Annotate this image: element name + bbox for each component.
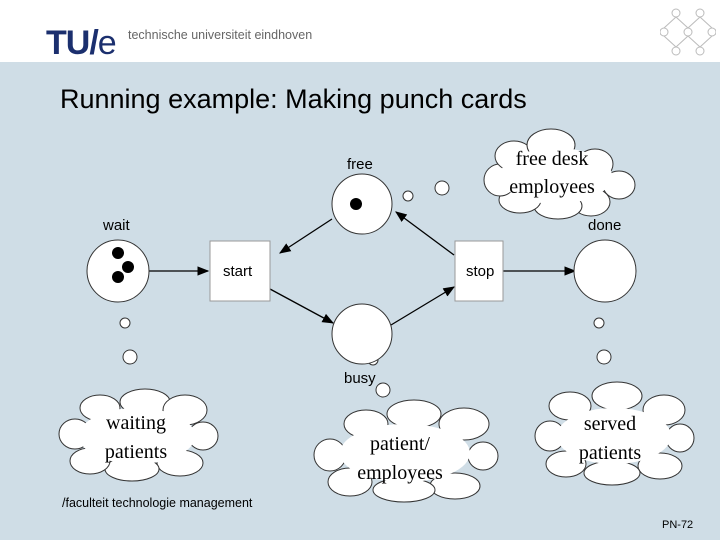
cloud-text-waiting-line1: waiting [106, 412, 166, 434]
place-label-busy: busy [344, 370, 376, 387]
place-done [573, 239, 637, 303]
thought-cloud-patient [313, 399, 499, 503]
slide-title: Running example: Making punch cards [60, 84, 527, 114]
cloud-text-patient-line1: patient/ [370, 433, 430, 455]
cloud-text-free-line2: employees [509, 176, 595, 198]
arc-start-busy [269, 288, 335, 324]
transition-start [209, 240, 271, 302]
cloud-text-free-line1: free desk [516, 148, 589, 170]
token [350, 198, 362, 210]
petri-net-logo-icon [660, 8, 716, 56]
tue-logo: TU/e [46, 24, 117, 62]
place-busy [331, 303, 393, 365]
cloud-text-served-line1: served [584, 413, 636, 435]
arc-free-start [279, 218, 333, 254]
cloud-text-patient-line2: employees [357, 462, 443, 484]
footer-department: /faculteit technologie management [62, 496, 253, 510]
transition-stop [454, 240, 504, 302]
token [122, 261, 134, 273]
university-name: technische universiteit eindhoven [128, 28, 313, 42]
header-bar: TU/e technische universiteit eindhoven [0, 0, 720, 62]
thought-cloud-free [483, 128, 636, 220]
token [112, 247, 124, 259]
page-number: PN-72 [662, 519, 694, 531]
place-label-wait: wait [102, 217, 131, 234]
place-label-free: free [347, 156, 373, 173]
thought-cloud-served [534, 381, 695, 486]
token [112, 271, 124, 283]
arc-busy-stop [390, 286, 456, 326]
cloud-text-served-line2: patients [579, 442, 641, 464]
thought-cloud-waiting [58, 388, 219, 482]
arc-stop-free [395, 211, 455, 256]
transition-label-stop: stop [466, 263, 494, 280]
place-label-done: done [588, 217, 621, 234]
transition-label-start: start [223, 263, 253, 280]
cloud-text-waiting-line2: patients [105, 441, 167, 463]
